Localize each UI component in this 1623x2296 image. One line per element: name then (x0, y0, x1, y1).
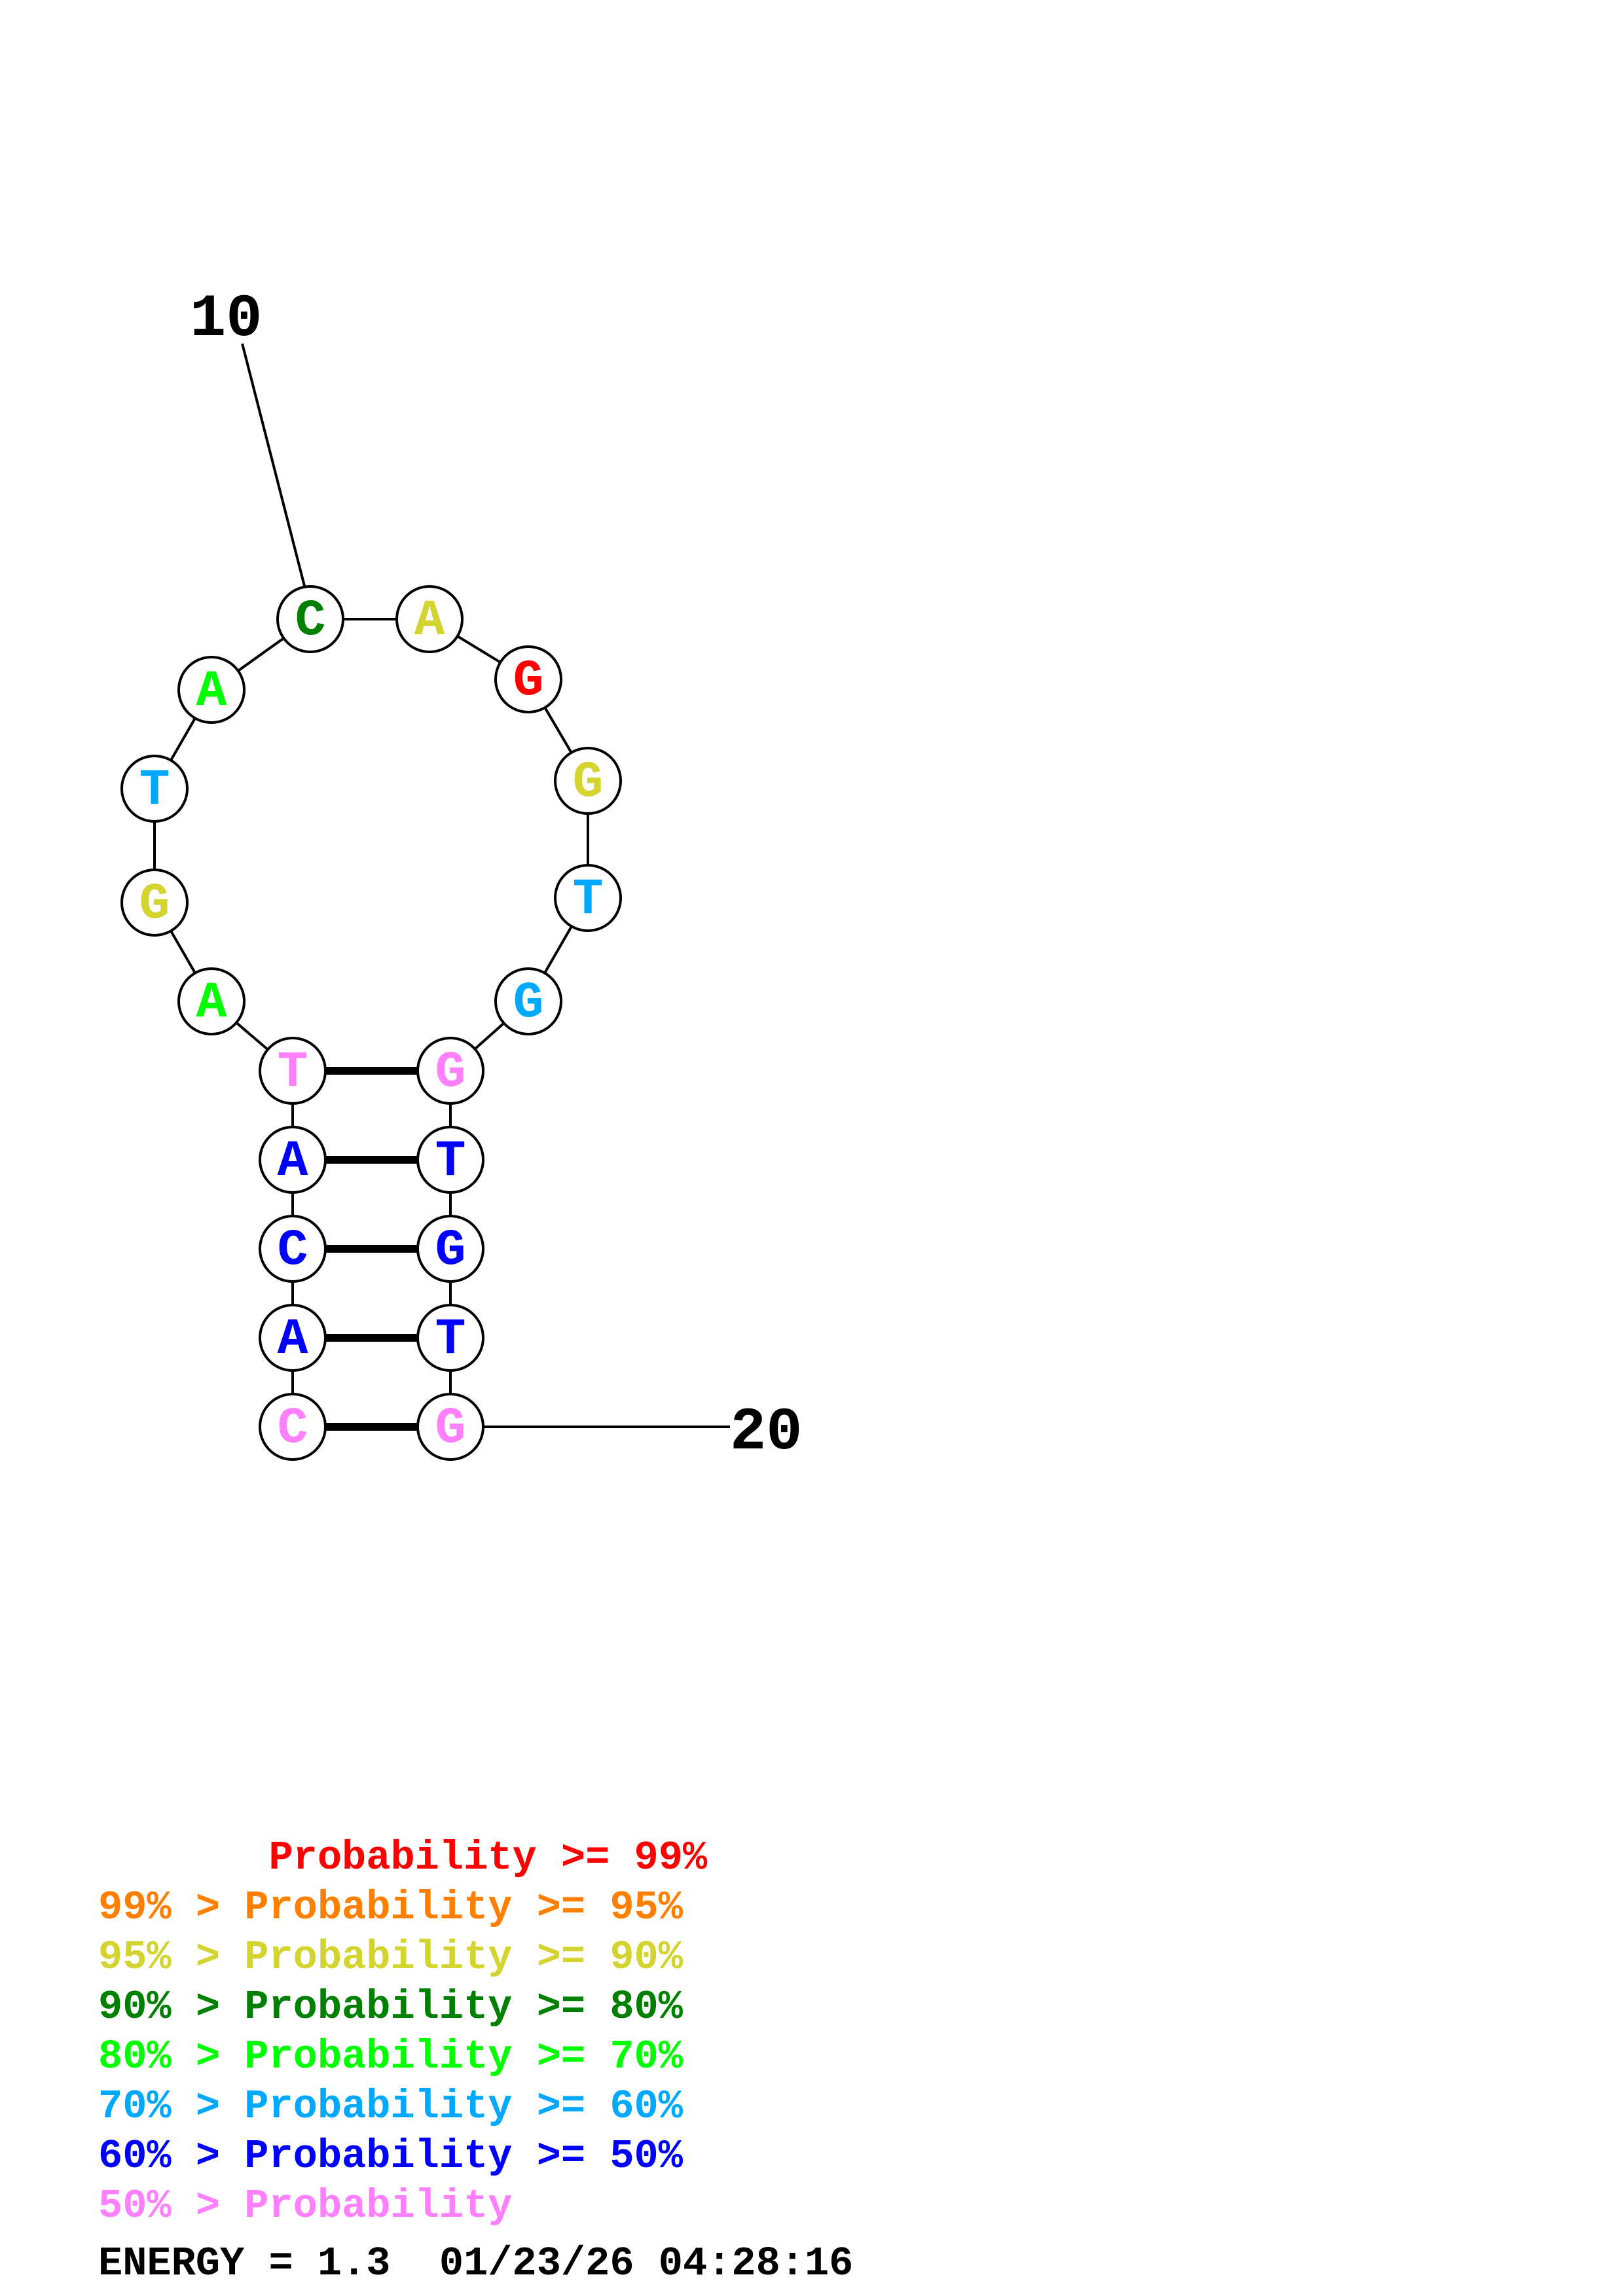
nucleotide-circle (494, 645, 562, 713)
nucleotide-letter: T (278, 1044, 308, 1102)
nucleotide-letter: A (278, 1133, 308, 1191)
nucleotide-19: T (416, 1304, 484, 1372)
legend-line-60: 70% > Probability >= 60% (98, 2083, 683, 2130)
nucleotide-letter: A (414, 592, 445, 650)
nucleotide-12: G (494, 645, 562, 713)
nucleotide-letter: G (573, 754, 604, 812)
nucleotide-17: T (416, 1126, 484, 1194)
nucleotide-letter: A (196, 663, 227, 721)
legend-line-lt50: 50% > Probability (98, 2183, 513, 2229)
nucleotide-circle (416, 1393, 484, 1461)
nucleotide-circle (177, 656, 246, 724)
nucleotide-13: G (554, 747, 622, 815)
nucleotide-circle (120, 755, 189, 823)
nucleotide-circle (259, 1037, 327, 1105)
position-label-20: 20 (730, 1398, 802, 1467)
legend-line-99: Probability >= 99% (98, 1835, 708, 1881)
nucleotide-circle (259, 1304, 327, 1372)
nucleotide-circle (177, 967, 246, 1035)
nucleotide-letter: G (435, 1044, 466, 1102)
nucleotide-circle (554, 864, 622, 932)
nucleotide-2: A (259, 1304, 327, 1372)
nucleotide-circle (120, 869, 189, 937)
position-label-10: 10 (190, 285, 262, 353)
nucleotide-circle (395, 585, 464, 653)
nucleotide-letter: G (435, 1400, 466, 1458)
nucleotide-circle (416, 1126, 484, 1194)
nucleotide-letter: T (435, 1133, 466, 1191)
nucleotide-letter: G (139, 876, 170, 933)
nucleotide-11: A (395, 585, 464, 653)
nucleotide-circle (259, 1393, 327, 1461)
leader-line-10 (241, 343, 307, 592)
nucleotide-14: T (554, 864, 622, 932)
legend-line-90: 95% > Probability >= 90% (98, 1934, 683, 1981)
nucleotide-letter: A (278, 1311, 308, 1369)
nucleotide-6: A (177, 967, 246, 1035)
nucleotide-letter: A (196, 975, 227, 1032)
nucleotide-letter: T (573, 871, 604, 929)
nucleotide-letter: C (278, 1400, 308, 1458)
nucleotide-letter: G (513, 653, 544, 710)
nucleotide-letter: C (278, 1222, 308, 1280)
nucleotide-7: G (120, 869, 189, 937)
nucleotide-15: G (494, 967, 562, 1035)
position-leader-lines (241, 343, 730, 1428)
nucleotide-9: A (177, 656, 246, 724)
nucleotide-1: C (259, 1393, 327, 1461)
nucleotide-circle (416, 1215, 484, 1283)
nucleotide-letter: G (513, 975, 544, 1032)
nucleotide-8: T (120, 755, 189, 823)
nucleotide-18: G (416, 1215, 484, 1283)
nucleotide-circle (494, 967, 562, 1035)
nucleotide-circle (416, 1304, 484, 1372)
nucleotide-5: T (259, 1037, 327, 1105)
nucleotide-letter: T (435, 1311, 466, 1369)
nucleotide-circle (259, 1215, 327, 1283)
nucleotide-20: G (416, 1393, 484, 1461)
nucleotide-circle (276, 585, 344, 653)
energy-footer: ENERGY = 1.3 01/23/26 04:28:16 (98, 2240, 854, 2287)
nucleotide-letter: C (295, 592, 326, 650)
nucleotide-4: A (259, 1126, 327, 1194)
nucleotide-letter: G (435, 1222, 466, 1280)
nucleotide-circle (416, 1037, 484, 1105)
nucleotide-10: C (276, 585, 344, 653)
nucleotide-circle (554, 747, 622, 815)
nucleotide-3: C (259, 1215, 327, 1283)
nucleotide-16: G (416, 1037, 484, 1105)
legend-line-70: 80% > Probability >= 70% (98, 2034, 683, 2080)
base-pair-bonds (325, 1067, 418, 1431)
nucleotide-letter: T (139, 762, 170, 819)
nucleotide-circle (259, 1126, 327, 1194)
legend-line-50: 60% > Probability >= 50% (98, 2133, 683, 2179)
legend-line-80: 90% > Probability >= 80% (98, 1984, 683, 2030)
legend-line-95: 99% > Probability >= 95% (98, 1884, 683, 1931)
